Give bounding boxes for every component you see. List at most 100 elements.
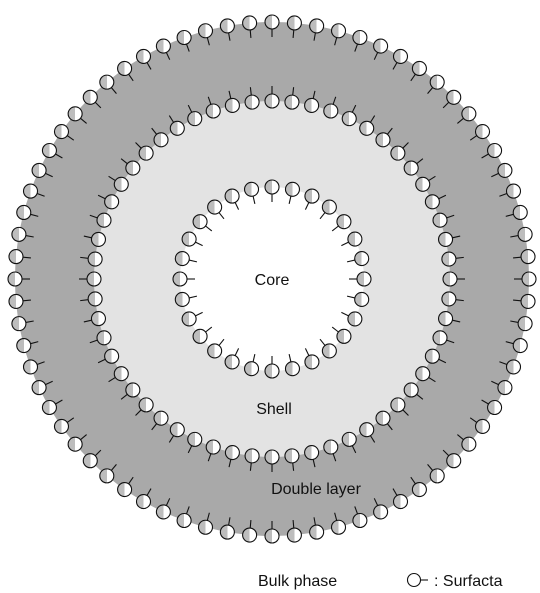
surfactant-head [476, 125, 490, 139]
surfactant-head [97, 213, 111, 227]
surfactant-head [100, 469, 114, 483]
surfactant-head [430, 75, 444, 89]
surfactant-head [332, 520, 346, 534]
surfactant-head [91, 232, 105, 246]
surfactant-head [182, 232, 196, 246]
surfactant-head [193, 215, 207, 229]
surfactant-head [9, 294, 23, 308]
surfactant-head [175, 252, 189, 266]
surfactant-head [24, 360, 38, 374]
surfactant-head [305, 98, 319, 112]
surfactant-head [518, 227, 532, 241]
surfactant-head [360, 121, 374, 135]
surfactant-head [265, 94, 279, 108]
surfactant-head [42, 401, 56, 415]
surfactant-head [243, 528, 257, 542]
surfactant-head [175, 292, 189, 306]
surfactant-head [488, 144, 502, 158]
surfactant-head [87, 272, 101, 286]
surfactant-head [265, 450, 279, 464]
surfactant-head [518, 317, 532, 331]
surfactant-head [9, 250, 23, 264]
surfactant-head [91, 312, 105, 326]
surfactant-head [447, 90, 461, 104]
surfactant-head [488, 401, 502, 415]
surfactant-head [243, 16, 257, 30]
surfactant-head [208, 200, 222, 214]
surfactant-head [83, 454, 97, 468]
surfactant-head [170, 423, 184, 437]
surfactant-head [17, 205, 31, 219]
surfactant-tail [513, 300, 521, 301]
surfactant-head [54, 125, 68, 139]
surfactant-head [442, 252, 456, 266]
surfactant-head [88, 252, 102, 266]
surfactant-head [394, 495, 408, 509]
surfactant-head [245, 362, 259, 376]
surfactant-head [439, 232, 453, 246]
surfactant-head [285, 182, 299, 196]
surfactant-head [137, 495, 151, 509]
surfactant-head [32, 381, 46, 395]
surfactant-head [100, 75, 114, 89]
surfactant-head [513, 205, 527, 219]
surfactant-head [54, 419, 68, 433]
surfactant-head [24, 184, 38, 198]
surfactant-head [342, 112, 356, 126]
surfactant-head [225, 446, 239, 460]
surfactant-head [462, 437, 476, 451]
surfactant-head [310, 19, 324, 33]
surfactant-tail [293, 30, 294, 38]
surfactant-head [188, 432, 202, 446]
surfactant-head [156, 505, 170, 519]
surfactant-head [245, 182, 259, 196]
surfactant-head [447, 454, 461, 468]
surfactant-head [126, 161, 140, 175]
surfactant-head [305, 446, 319, 460]
surfactant-head [193, 329, 207, 343]
surfactant-head [182, 312, 196, 326]
surfactant-head [443, 272, 457, 286]
surfactant-head [156, 39, 170, 53]
surfactant-head [220, 19, 234, 33]
surfactant-head [394, 49, 408, 63]
surfactant-head [425, 349, 439, 363]
surfactant-head [208, 344, 222, 358]
surfactant-head [17, 339, 31, 353]
surfactant-head [154, 411, 168, 425]
surfactant-head [353, 514, 367, 528]
surfactant-head [391, 398, 405, 412]
surfactant-head [105, 349, 119, 363]
surfactant-head [376, 411, 390, 425]
surfactant-head [391, 146, 405, 160]
surfactant-head [513, 339, 527, 353]
surfactant-head [139, 398, 153, 412]
double-layer-label: Double layer [271, 481, 362, 498]
surfactant-head [348, 312, 362, 326]
surfactant-head [198, 520, 212, 534]
surfactant-head [476, 419, 490, 433]
surfactant-head [8, 272, 22, 286]
surfactant-head [265, 180, 279, 194]
surfactant-head [68, 107, 82, 121]
surfactant-head [245, 449, 259, 463]
surfactant-head [360, 423, 374, 437]
surfactant-head [265, 364, 279, 378]
surfactant-head [170, 121, 184, 135]
surfactant-head [12, 317, 26, 331]
surfactant-head [376, 133, 390, 147]
surfactant-tail [250, 520, 251, 528]
surfactant-head [498, 381, 512, 395]
surfactant-head [324, 104, 338, 118]
surfactant-head [522, 272, 536, 286]
surfactant-head [404, 383, 418, 397]
surfactant-head [442, 292, 456, 306]
surfactant-head [118, 483, 132, 497]
legend-surfactant-icon [408, 574, 429, 587]
surfactant-head [322, 344, 336, 358]
surfactant-head [355, 292, 369, 306]
surfactant-head [285, 449, 299, 463]
surfactant-head [430, 469, 444, 483]
shell-label: Shell [256, 401, 292, 418]
surfactant-head [97, 331, 111, 345]
